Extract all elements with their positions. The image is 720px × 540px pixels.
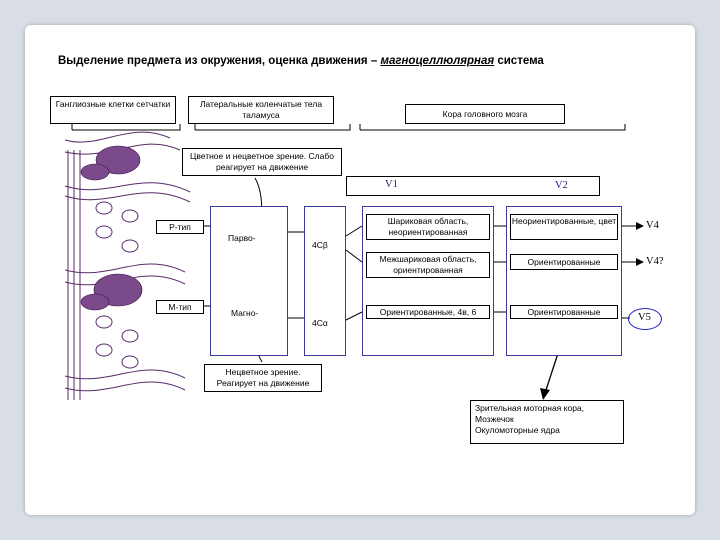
output-line-3: Окуломоторные ядра [475, 425, 560, 435]
v5-label: V5 [638, 312, 651, 323]
v2-unoriented-region: Неориентированные, цвет [510, 214, 618, 240]
parvo-label: Парво- [228, 233, 256, 243]
motor-output-box: Зрительная моторная кора, Мозжечок Окуло… [470, 400, 624, 444]
c-alpha-label: 4Cα [312, 318, 328, 328]
v2-label: V2 [555, 180, 568, 191]
blob-region: Шариковая область, неориентированная [366, 214, 490, 240]
p-type-label: Р-тип [156, 220, 204, 234]
lgn-column [210, 206, 288, 356]
v1-v2-bar [346, 176, 600, 196]
cortex-header: Кора головного мозга [405, 104, 565, 124]
v2-oriented-region-1: Ориентированные [510, 254, 618, 270]
title-emphasis: магноцеллюлярная [380, 55, 495, 67]
m-type-label: М-тип [156, 300, 204, 314]
c-beta-label: 4Cβ [312, 240, 328, 250]
v4q-label: V4? [646, 256, 664, 267]
output-line-2: Мозжечок [475, 414, 514, 424]
output-line-1: Зрительная моторная кора, [475, 403, 585, 413]
magno-label: Магно- [231, 308, 259, 318]
interblob-region: Межшариковая область, ориентированная [366, 252, 490, 278]
v2-oriented-region-2: Ориентированные [510, 305, 618, 319]
color-vision-callout: Цветное и нецветное зрение. Слабо реагир… [182, 148, 342, 176]
page-title: Выделение предмета из окружения, оценка … [58, 55, 544, 67]
v4-label: V4 [646, 220, 659, 231]
achromatic-vision-callout: Нецветное зрение. Реагирует на движение [204, 364, 322, 392]
oriented-4b6-region: Ориентированные, 4в, 6 [366, 305, 490, 319]
ganglion-cells-header: Ганглиозные клетки сетчатки [50, 96, 176, 124]
v5-circle [628, 308, 662, 330]
v1-label: V1 [385, 179, 398, 190]
lgn-header: Латеральные коленчатые тела таламуса [188, 96, 334, 124]
layer4c-column [304, 206, 346, 356]
